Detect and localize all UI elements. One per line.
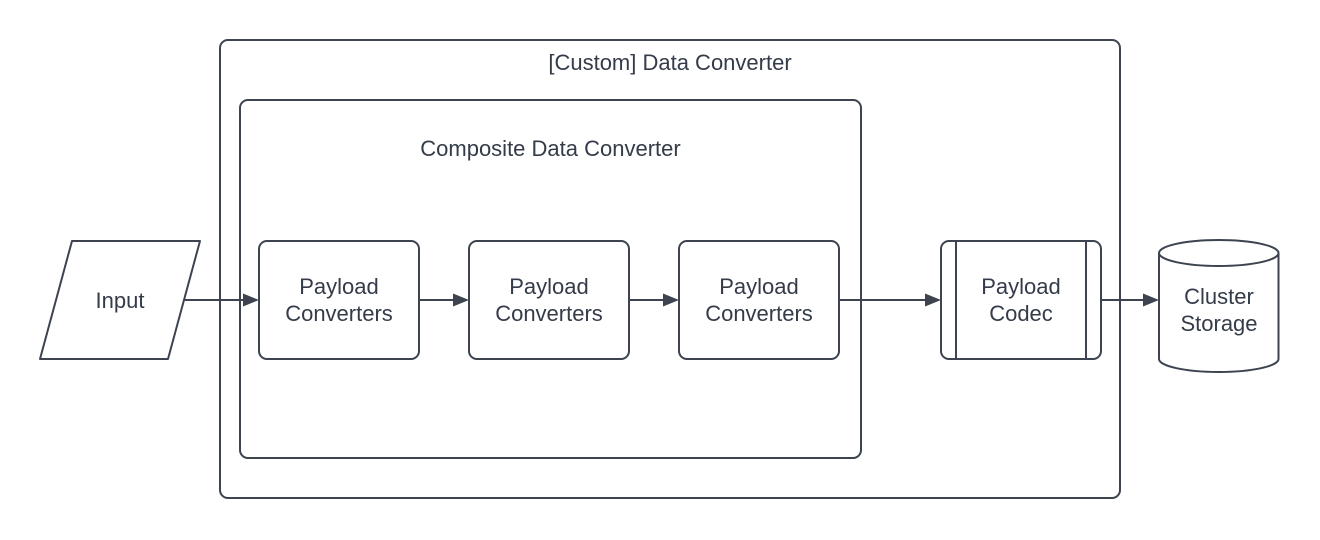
cylinder-body	[1158, 239, 1280, 373]
edge-payload-converters-2-to-3	[629, 293, 679, 307]
arrowhead-icon	[453, 293, 469, 307]
cluster-storage-label: Cluster Storage	[1180, 284, 1258, 336]
payload-codec-label: Payload Codec	[981, 274, 1061, 326]
payload-converters-1-label: Payload Converters	[285, 274, 393, 326]
arrowhead-icon	[1143, 293, 1159, 307]
input-node-label: Input	[95, 287, 145, 313]
outer-group-title: [Custom] Data Converter	[548, 49, 792, 75]
arrowhead-icon	[663, 293, 679, 307]
arrowhead-icon	[243, 293, 259, 307]
payload-converters-2-label: Payload Converters	[495, 274, 603, 326]
outer-group-box	[219, 39, 1121, 499]
inner-group-title: Composite Data Converter	[420, 135, 681, 161]
payload-converters-3-label: Payload Converters	[705, 274, 813, 326]
cluster-storage-shape	[1158, 239, 1280, 373]
inner-group-box	[239, 99, 862, 459]
edge-input-to-payload-converters-1	[184, 293, 259, 307]
arrowhead-icon	[925, 293, 941, 307]
cylinder-top-ellipse	[1158, 252, 1280, 267]
edge-payload-converters-1-to-2	[419, 293, 469, 307]
edge-payload-converters-3-to-codec	[839, 293, 941, 307]
input-node-shape	[39, 240, 201, 360]
edge-codec-to-cluster-storage	[1101, 293, 1159, 307]
